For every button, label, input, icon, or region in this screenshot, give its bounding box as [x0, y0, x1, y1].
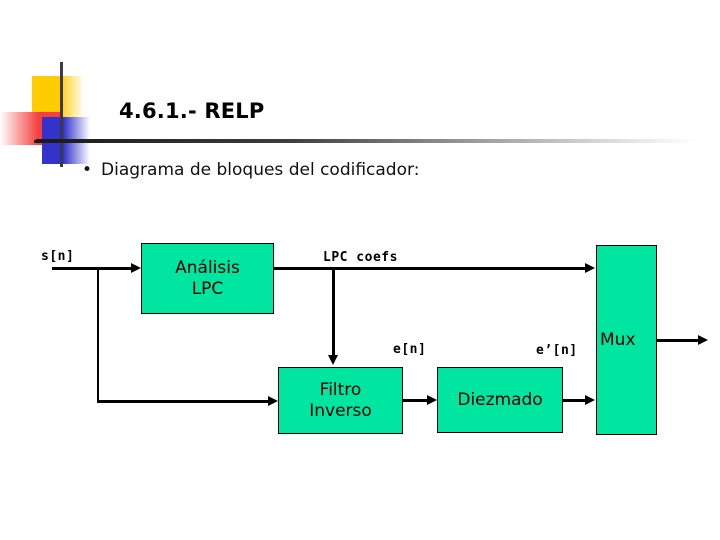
- block-filtro-inverso-line2: Inverso: [309, 400, 372, 421]
- title-divider: [36, 139, 696, 143]
- block-diezmado-label: Diezmado: [457, 389, 543, 410]
- signal-label-residual: e[n]: [393, 342, 427, 357]
- arrowhead-lpc-coefs-to-mux: [585, 263, 595, 273]
- arrowhead-input-to-analisis: [131, 263, 141, 273]
- arrowhead-input-to-filtro: [268, 396, 278, 406]
- block-filtro-inverso[interactable]: Filtro Inverso: [278, 367, 403, 434]
- wire-mux-output: [657, 339, 701, 342]
- block-analisis-lpc[interactable]: Análisis LPC: [141, 243, 274, 314]
- bullet-item: • Diagrama de bloques del codificador:: [82, 160, 419, 180]
- block-analisis-lpc-line1: Análisis: [175, 257, 240, 278]
- wire-input-to-analisis: [52, 267, 132, 270]
- arrowhead-lpc-coefs-to-filtro: [328, 355, 338, 365]
- wire-lpc-coefs-to-mux: [274, 267, 586, 270]
- block-mux[interactable]: Mux: [596, 245, 657, 435]
- signal-label-input: s[n]: [41, 249, 75, 264]
- wire-lpc-coefs-branch: [332, 268, 335, 356]
- wire-input-branch-approach: [252, 400, 270, 403]
- block-mux-label: Mux: [600, 329, 636, 350]
- arrowhead-diezmado-to-mux: [585, 395, 595, 405]
- bullet-marker-icon: •: [82, 160, 93, 180]
- bullet-label: Diagrama de bloques del codificador:: [101, 160, 420, 180]
- wire-diezmado-to-mux: [563, 399, 588, 402]
- signal-label-decimated: e’[n]: [536, 343, 578, 358]
- wire-input-branch-horizontal: [97, 400, 269, 403]
- signal-label-lpc-coefs: LPC coefs: [323, 250, 398, 265]
- wire-filtro-to-diezmado: [403, 399, 430, 402]
- wire-input-branch-vertical: [97, 268, 99, 402]
- block-analisis-lpc-line2: LPC: [191, 278, 224, 299]
- block-filtro-inverso-line1: Filtro: [319, 379, 362, 400]
- logo-vertical-rule: [60, 62, 63, 167]
- arrowhead-mux-output: [698, 335, 708, 345]
- block-diezmado[interactable]: Diezmado: [437, 367, 563, 433]
- arrowhead-filtro-to-diezmado: [427, 395, 437, 405]
- slide-title: 4.6.1.- RELP: [119, 99, 265, 123]
